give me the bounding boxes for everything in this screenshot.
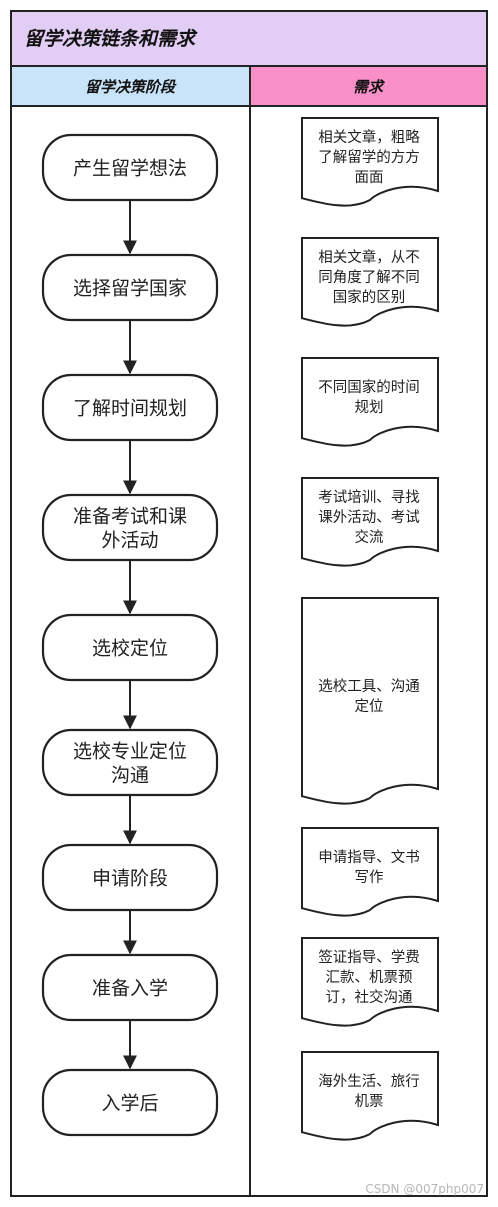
need-label: 国家的区别: [333, 289, 406, 306]
need-label: 机票: [355, 1093, 384, 1110]
stage-label: 外活动: [101, 530, 158, 552]
stage-label: 沟通: [111, 765, 149, 787]
need-document-shape: [301, 117, 439, 207]
stages-header-label: 留学决策阶段: [85, 78, 177, 96]
stage-box: [41, 493, 219, 562]
stage-label: 选校专业定位: [73, 741, 187, 763]
stage-label: 申请阶段: [92, 868, 168, 890]
need-label: 汇款、机票预: [326, 969, 413, 986]
need-label: 写作: [355, 869, 384, 886]
stage-label: 准备入学: [92, 978, 168, 1000]
need-label: 相关文章，粗略: [318, 128, 420, 146]
stage-node: 选校定位: [41, 613, 219, 682]
need-document-shape: [301, 597, 439, 805]
need-label: 同角度了解不同: [318, 269, 420, 286]
need-label: 订，社交沟通: [326, 988, 413, 1006]
title-band: [10, 10, 488, 67]
stage-box: [41, 613, 219, 682]
need-document-shape: [301, 1051, 439, 1141]
need-label: 申请指导、文书: [318, 849, 420, 866]
need-document-shape: [301, 827, 439, 917]
diagram-title: 留学决策链条和需求: [24, 28, 198, 50]
need-label: 课外活动、考试: [318, 509, 420, 526]
need-documents: 相关文章，粗略了解留学的方方面面相关文章，从不同角度了解不同国家的区别不同国家的…: [301, 117, 439, 1141]
stage-box: [41, 953, 219, 1022]
stages-header-cell: [10, 65, 251, 107]
stage-node: 产生留学想法: [41, 133, 219, 202]
stage-node: 入学后: [41, 1068, 219, 1137]
stage-box: [41, 1068, 219, 1137]
need-label: 选校工具、沟通: [318, 678, 420, 695]
stage-label: 产生留学想法: [73, 158, 187, 180]
stage-label: 了解时间规划: [73, 398, 187, 420]
watermark: CSDN @007php007: [365, 1182, 484, 1196]
need-label: 签证指导、学费: [318, 949, 420, 966]
need-document-shape: [301, 237, 439, 327]
needs-header-cell: [249, 65, 488, 107]
need-label: 定位: [355, 698, 384, 715]
need-label: 海外生活、旅行: [318, 1073, 420, 1090]
needs-header-label: 需求: [353, 78, 385, 96]
stage-node: 了解时间规划: [41, 373, 219, 442]
need-document-shape: [301, 937, 439, 1027]
stage-node: 准备入学: [41, 953, 219, 1022]
stage-box: [41, 728, 219, 797]
need-document-shape: [301, 477, 439, 567]
stage-label: 选择留学国家: [73, 278, 187, 300]
stage-node: 选择留学国家: [41, 253, 219, 322]
stage-label: 入学后: [101, 1093, 158, 1115]
stage-label: 选校定位: [92, 638, 168, 660]
need-label: 了解留学的方方: [318, 149, 420, 166]
stage-box: [41, 133, 219, 202]
need-label: 考试培训、寻找: [318, 489, 420, 506]
stage-node: 申请阶段: [41, 843, 219, 912]
need-document-shape: [301, 357, 439, 447]
need-label: 交流: [355, 528, 384, 546]
stage-box: [41, 373, 219, 442]
need-label: 相关文章，从不: [318, 248, 420, 266]
need-label: 规划: [355, 399, 384, 416]
stage-label: 准备考试和课: [73, 506, 187, 528]
stage-box: [41, 843, 219, 912]
need-label: 面面: [355, 170, 384, 186]
need-label: 不同国家的时间: [318, 379, 420, 396]
stage-nodes: 产生留学想法选择留学国家了解时间规划准备考试和课外活动选校定位选校专业定位沟通申…: [41, 133, 219, 1137]
stage-box: [41, 253, 219, 322]
